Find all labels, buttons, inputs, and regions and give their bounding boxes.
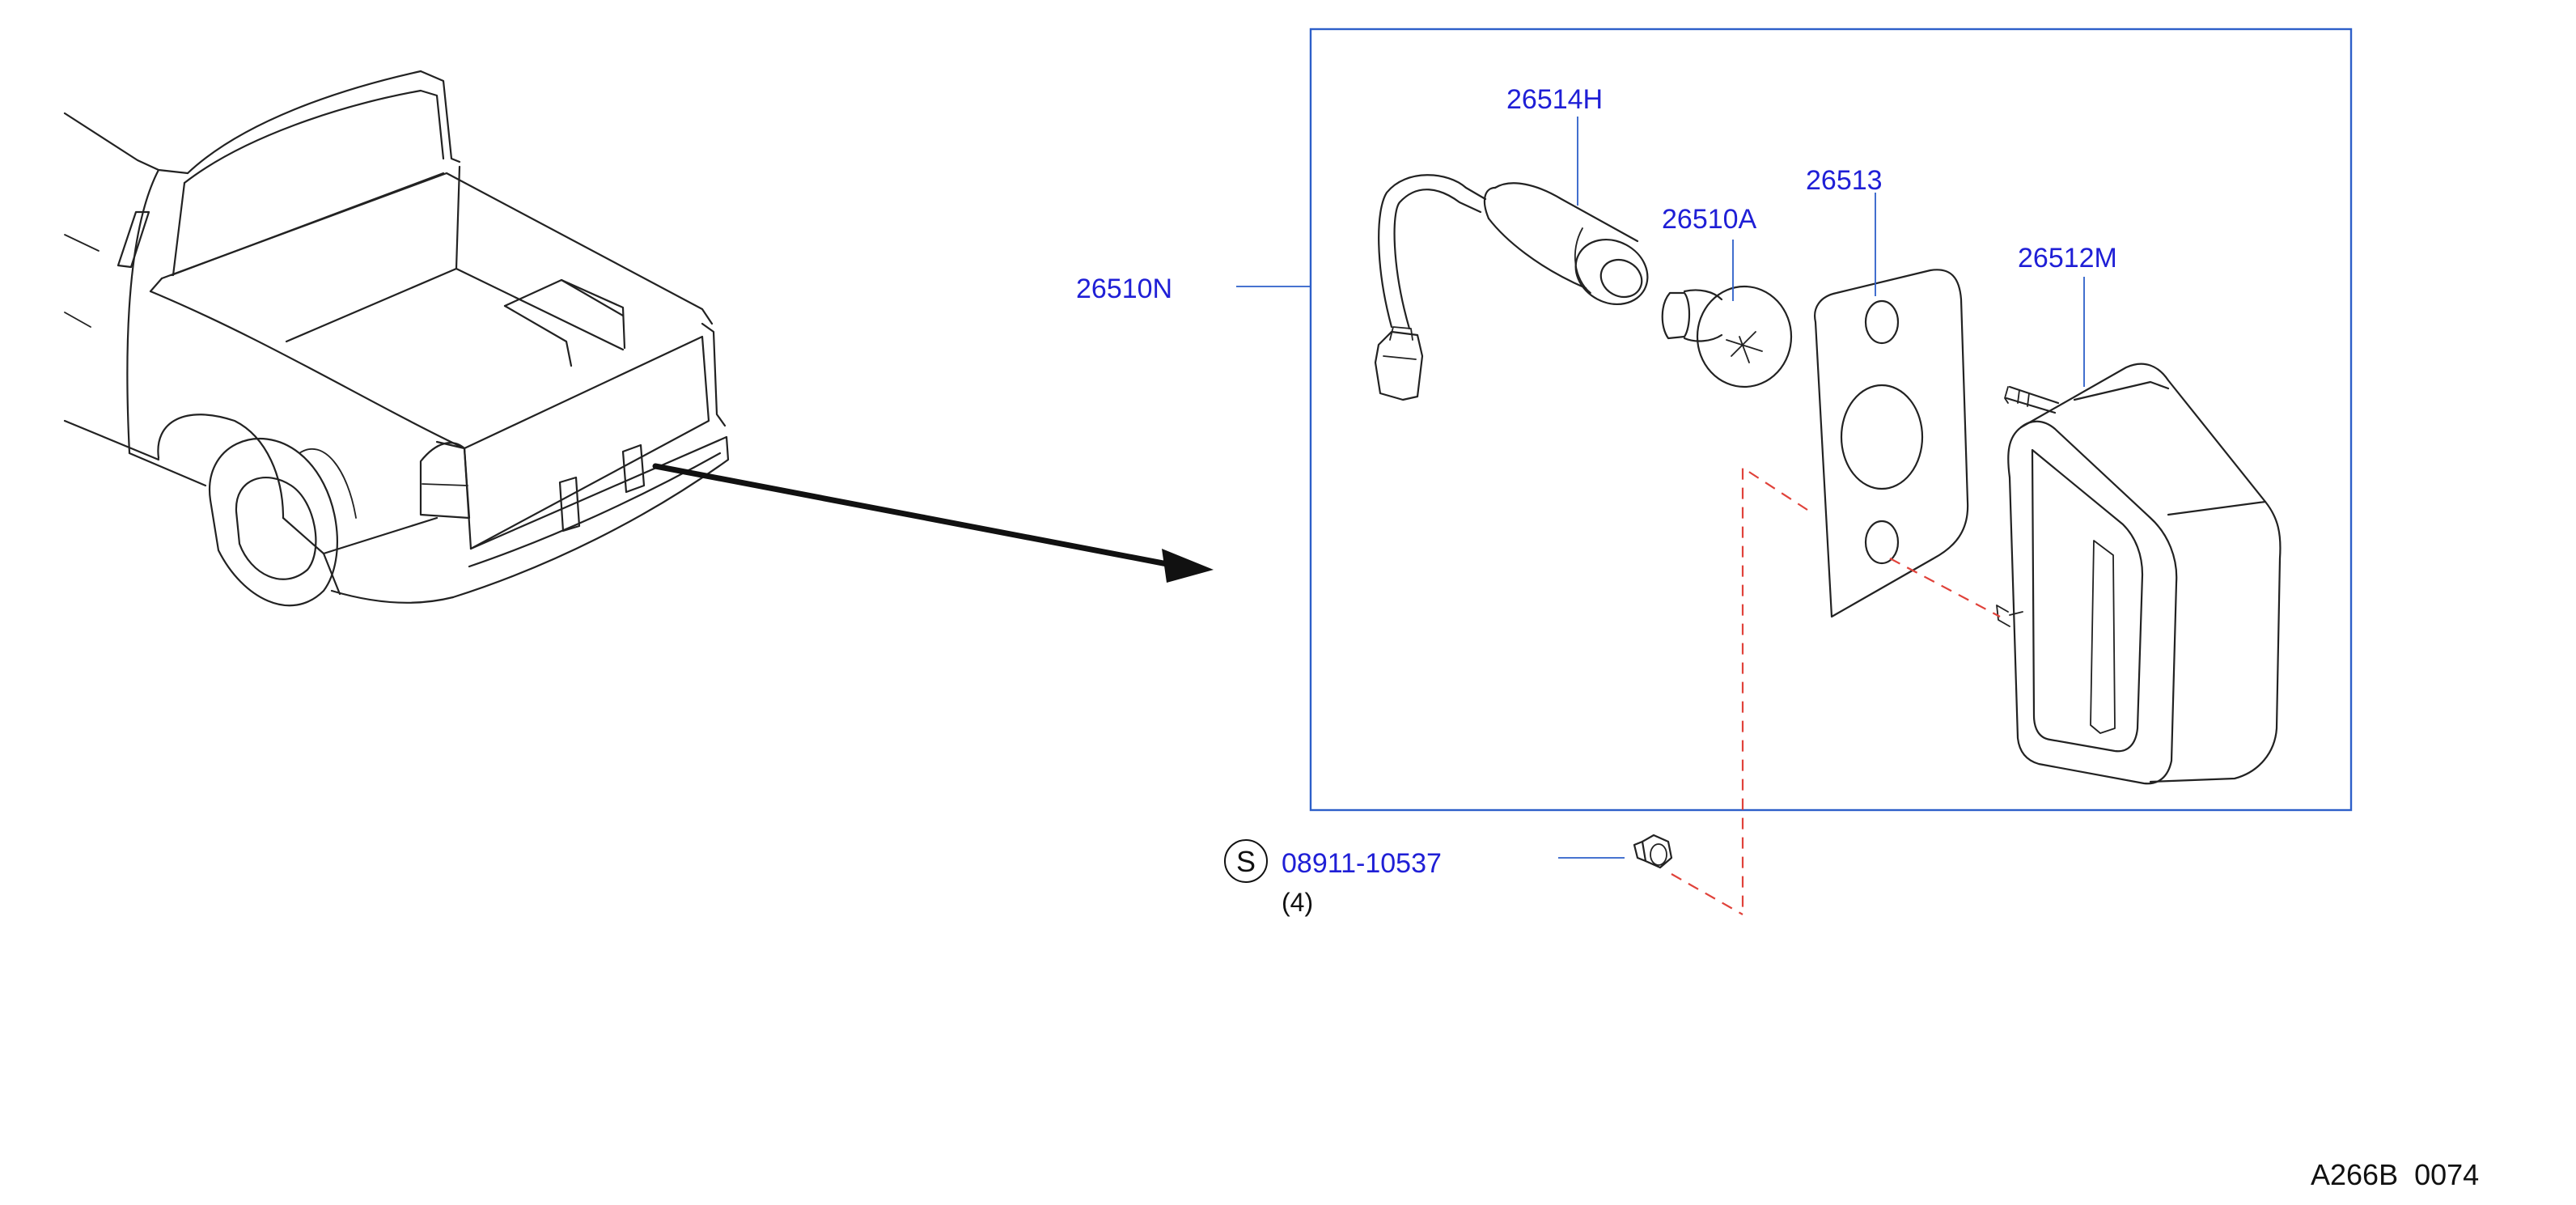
assembly-frame [1309,28,2353,812]
lamp-body-icon [1996,363,2282,785]
pickup-truck-rear-icon [63,70,730,607]
standard-part-symbol-letter: S [1236,845,1256,878]
part-26512m-label: 26512M [2018,243,2117,274]
part-08911-10537-label: 08911-10537 [1282,848,1442,879]
part-26513-label: 26513 [1806,165,1883,196]
part-08911-10537-qty: (4) [1282,888,1313,917]
diagram-code: A266B 0074 [2311,1158,2479,1191]
part-26510a-label: 26510A [1662,204,1757,235]
part-26514h-label: 26514H [1506,84,1603,115]
alignment-dashes [1671,465,2001,915]
bulb-icon [1661,285,1793,388]
hex-nut-icon [1633,834,1673,869]
wire-socket-icon [1374,174,1649,401]
direction-arrow-icon [652,463,1214,583]
gasket-icon [1814,269,1969,618]
part-26510n-label: 26510N [1076,274,1172,304]
standard-part-symbol [1224,839,1268,883]
leader-lines [1236,117,2085,859]
